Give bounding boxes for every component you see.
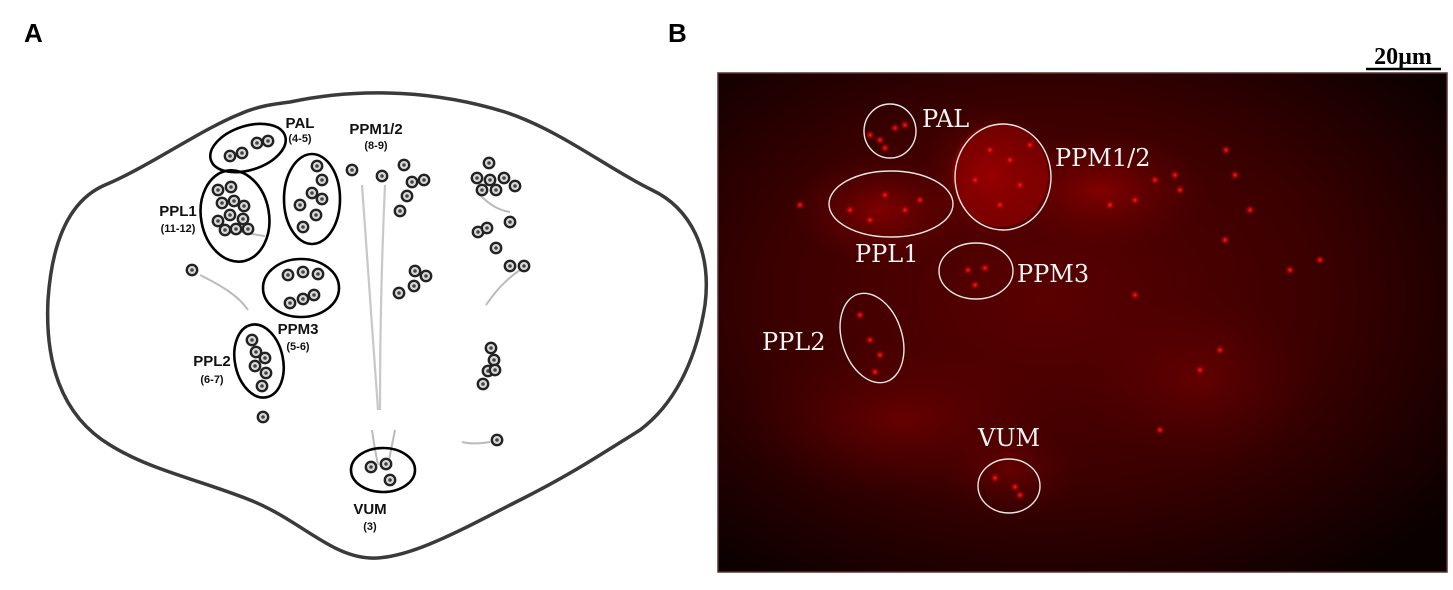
panel-b: B 20µm	[668, 18, 1448, 573]
micro-ppl1-label: PPL1	[855, 240, 919, 268]
micro-ppl2-label: PPL2	[762, 328, 826, 356]
ppl2-count: (6-7)	[200, 374, 224, 386]
cluster-ppm3: PPM3 (5-6)	[261, 257, 341, 353]
vum-count: (3)	[363, 521, 377, 533]
pal-ring	[863, 103, 917, 159]
panel-a-letter: A	[24, 18, 43, 48]
ppm12-label: PPM1/2	[349, 121, 402, 138]
ppm12-ring	[954, 123, 1052, 231]
ppl1-ring	[828, 170, 954, 238]
brain-outline	[45, 91, 708, 560]
panel-a: A PAL (4-5)	[24, 18, 708, 560]
ppm3-ring	[938, 242, 1014, 300]
scale-bar-label: 20µm	[1374, 44, 1432, 70]
vum-ring	[977, 458, 1041, 514]
cluster-ppl1: PPL1 (11-12)	[159, 169, 271, 263]
cluster-ppm12: PPM1/2 (8-9)	[282, 121, 431, 246]
micro-ppm3-label: PPM3	[1017, 260, 1089, 288]
cluster-pal: PAL (4-5)	[208, 115, 315, 174]
tract	[199, 274, 249, 311]
micro-pal-label: PAL	[922, 105, 969, 133]
ppl1-label: PPL1	[159, 203, 197, 220]
cluster-vum: VUM (3)	[349, 446, 417, 533]
tract	[378, 184, 387, 411]
pal-count: (4-5)	[288, 133, 312, 145]
tract	[461, 441, 491, 445]
ppl2-label: PPL2	[193, 353, 231, 370]
pal-label: PAL	[286, 115, 315, 132]
micrograph: PAL PPM1/2 PPL1 PPM3 PPL2 VUM	[717, 72, 1448, 573]
tract	[360, 184, 380, 411]
ppl1-count: (11-12)	[161, 223, 196, 235]
micro-vum-label: VUM	[977, 424, 1040, 452]
vum-label: VUM	[353, 501, 386, 518]
ppm3-label: PPM3	[278, 321, 319, 338]
ppm12-count: (8-9)	[364, 140, 388, 152]
tract	[485, 269, 521, 306]
ppl2-ring	[839, 292, 905, 384]
ppm3-count: (5-6)	[286, 341, 310, 353]
panel-b-letter: B	[668, 18, 687, 48]
micro-ppm12-label: PPM1/2	[1055, 144, 1151, 172]
cluster-ppl2: PPL2 (6-7)	[193, 323, 286, 399]
tract	[479, 194, 511, 213]
